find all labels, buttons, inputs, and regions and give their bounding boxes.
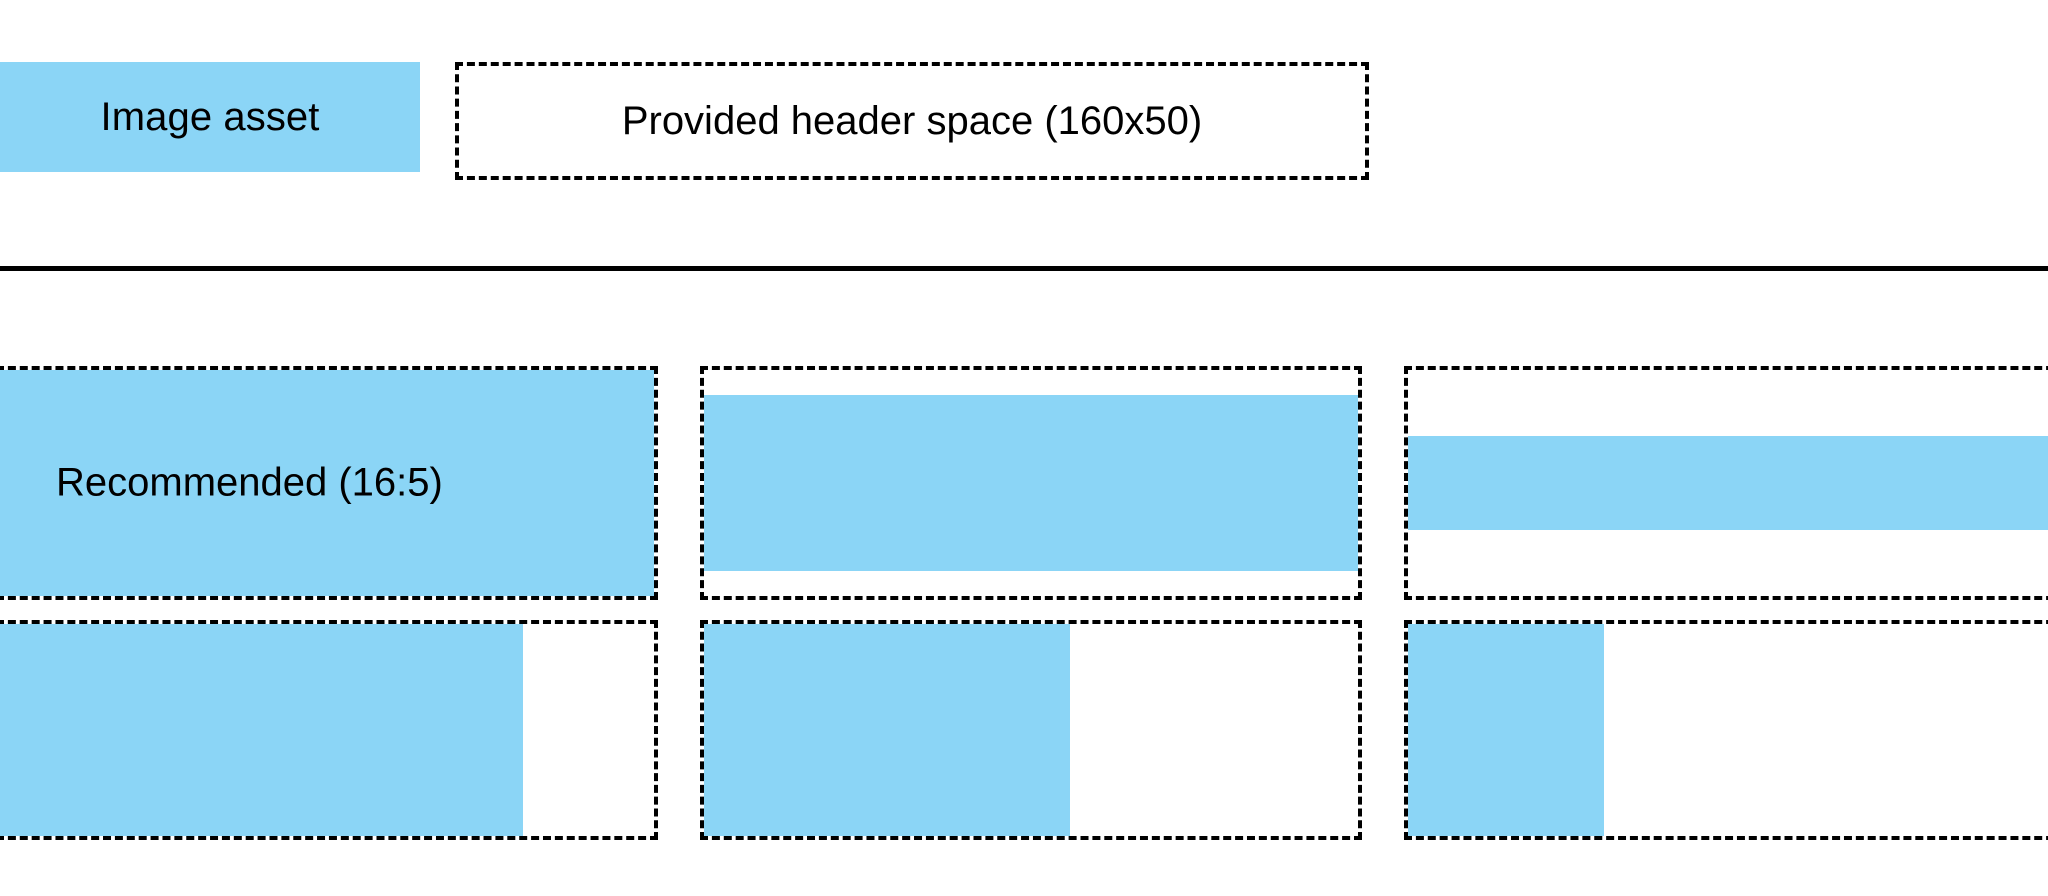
ratio-fill-r2c2 — [704, 624, 1071, 836]
ratio-fill-r2c1 — [0, 624, 524, 836]
recommended-ratio-label: Recommended (16:5) — [56, 460, 443, 505]
ratio-cell-r1c1: Recommended (16:5) — [0, 366, 658, 600]
header-row: Image asset Provided header space (160x5… — [0, 62, 2048, 180]
image-asset-label: Image asset — [100, 94, 320, 139]
ratio-fill-r2c3 — [1408, 624, 1605, 836]
ratio-fill-r1c2 — [704, 394, 1358, 572]
ratio-cell-r2c3 — [1404, 620, 2048, 840]
ratio-cell-r2c2 — [700, 620, 1362, 840]
ratio-cell-r2c1 — [0, 620, 658, 840]
provided-header-space-label: Provided header space (160x50) — [621, 98, 1203, 143]
provided-header-space-box: Provided header space (160x50) — [455, 62, 1369, 180]
ratio-fill-r1c3 — [1408, 435, 2048, 531]
ratio-fill-r1c1 — [0, 370, 654, 596]
section-divider — [0, 266, 2048, 271]
ratio-cell-r1c2 — [700, 366, 1362, 600]
ratio-cell-r1c3 — [1404, 366, 2048, 600]
image-asset-swatch: Image asset — [0, 62, 420, 172]
